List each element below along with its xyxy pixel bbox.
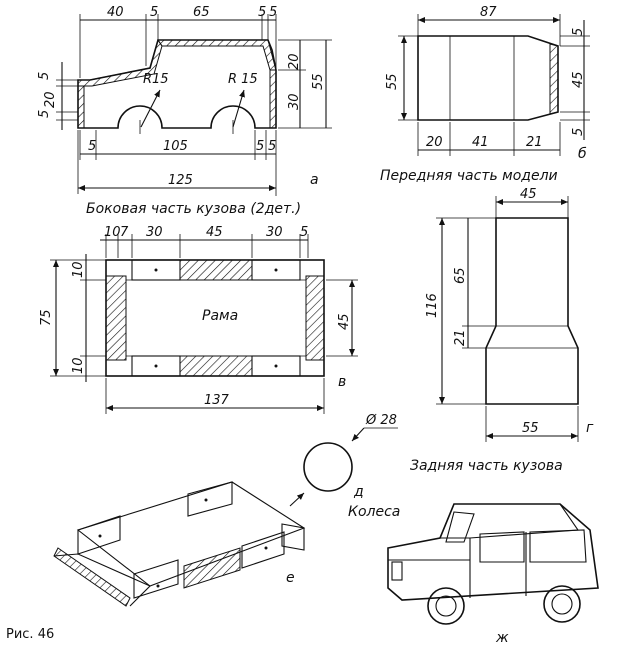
car-wheel xyxy=(427,587,465,625)
wheel-drawing: Ø 28 д Колеса xyxy=(289,413,400,520)
side-bottom-dim: 5 xyxy=(268,139,276,154)
front-outline xyxy=(417,35,559,121)
radius-label: R 15 xyxy=(228,72,258,87)
front-caption: Передняя часть модели xyxy=(380,168,558,184)
frame-top-dim: 7 xyxy=(120,225,129,240)
rear-part-drawing: 45 116 65 21 55 г Задняя часть кузова xyxy=(410,187,594,474)
frame-top-dim: 45 xyxy=(206,225,223,240)
rear-left-dim: 21 xyxy=(453,329,468,346)
figure-letter: г xyxy=(586,420,594,436)
side-left-dim: 5 xyxy=(37,110,52,118)
rear-outline xyxy=(485,217,579,405)
side-front-hatch xyxy=(77,85,85,129)
rear-left-dim: 116 xyxy=(425,293,440,318)
side-caption: Боковая часть кузова (2дет.) xyxy=(86,201,301,217)
side-panel-drawing: R15 R 15 40 5 65 5 5 5 20 5 20 30 55 xyxy=(37,5,332,217)
side-left-dim: 20 xyxy=(43,91,58,108)
frame-hatch-bottom xyxy=(179,355,253,377)
car-windshield xyxy=(445,511,475,543)
frame-bottom-dim: 137 xyxy=(204,393,230,408)
side-panel-outline xyxy=(77,39,277,129)
side-rear-hatch xyxy=(269,69,277,129)
car-drawing: ж xyxy=(387,503,599,646)
frame-label: Рама xyxy=(202,308,238,324)
wheel-diameter: Ø 28 xyxy=(365,413,397,428)
side-right-dim: 55 xyxy=(311,73,326,90)
car-side-window xyxy=(529,529,587,563)
assembly-hatch-edge xyxy=(53,547,131,607)
side-left-dim: 5 xyxy=(37,72,52,80)
side-top-dim: 65 xyxy=(193,5,210,20)
radius-label: R15 xyxy=(143,72,169,87)
rear-bottom-dim: 55 xyxy=(522,421,539,436)
frame-hatch-top xyxy=(179,259,253,281)
car-side-window xyxy=(479,531,525,563)
side-top-dim: 40 xyxy=(107,5,124,20)
rear-top-dim: 45 xyxy=(520,187,537,202)
frame-right-dim: 45 xyxy=(337,313,352,330)
frame-hatch-left xyxy=(105,275,127,361)
figure-letter: а xyxy=(310,172,319,188)
side-roof-hatch xyxy=(157,39,277,71)
wheel-caption: Колеса xyxy=(348,504,400,520)
front-left-dim: 55 xyxy=(385,73,400,90)
front-top-dim: 87 xyxy=(480,5,497,20)
frame-left-dim: 10 xyxy=(71,357,86,374)
car-wheel xyxy=(543,585,581,623)
side-top-dim: 5 xyxy=(150,5,158,20)
car-body-outline xyxy=(387,503,599,601)
car-grille xyxy=(391,561,403,581)
figure-letter: б xyxy=(578,146,587,162)
front-bottom-dim: 41 xyxy=(472,135,489,150)
side-bottom-dim: 5 xyxy=(256,139,264,154)
frame-top-dim: 10 xyxy=(104,225,121,240)
figure-letter: ж xyxy=(495,630,509,646)
figure-letter: е xyxy=(286,570,295,586)
frame-top-dim: 5 xyxy=(300,225,308,240)
side-right-dim: 20 xyxy=(287,53,302,70)
side-right-dim: 30 xyxy=(287,93,302,110)
assembly-hatch-mid xyxy=(183,547,241,589)
wheel-circle xyxy=(303,442,353,492)
frame-hatch-right xyxy=(305,275,325,361)
frame-left-dim: 10 xyxy=(71,261,86,278)
figure-letter: в xyxy=(338,374,346,390)
front-right-dim: 5 xyxy=(571,28,586,36)
front-nose-hatch xyxy=(549,43,559,115)
front-right-dim: 5 xyxy=(571,128,586,136)
side-top-dim: 5 xyxy=(269,5,277,20)
assembled-frame-drawing: е xyxy=(53,481,306,607)
front-bottom-dim: 21 xyxy=(526,135,543,150)
side-bottom-dim: 5 xyxy=(88,139,96,154)
side-top-dim: 5 xyxy=(258,5,266,20)
rear-left-dim: 65 xyxy=(453,267,468,284)
front-bottom-dim: 20 xyxy=(426,135,443,150)
rear-caption: Задняя часть кузова xyxy=(410,458,563,474)
front-part-drawing: 87 55 5 45 5 20 41 21 б Передняя часть м… xyxy=(380,5,590,184)
figure-number: Рис. 46 xyxy=(6,627,54,642)
side-bottom-dim: 105 xyxy=(163,139,188,154)
frame-left-dim: 75 xyxy=(39,309,54,326)
front-right-dim: 45 xyxy=(571,71,586,88)
frame-top-dim: 30 xyxy=(146,225,163,240)
frame-top-dim: 30 xyxy=(266,225,283,240)
frame-drawing: Рама 10 7 30 45 30 5 10 75 10 45 137 в xyxy=(39,225,358,414)
figure-letter: д xyxy=(353,484,364,500)
side-overall-dim: 125 xyxy=(168,173,193,188)
